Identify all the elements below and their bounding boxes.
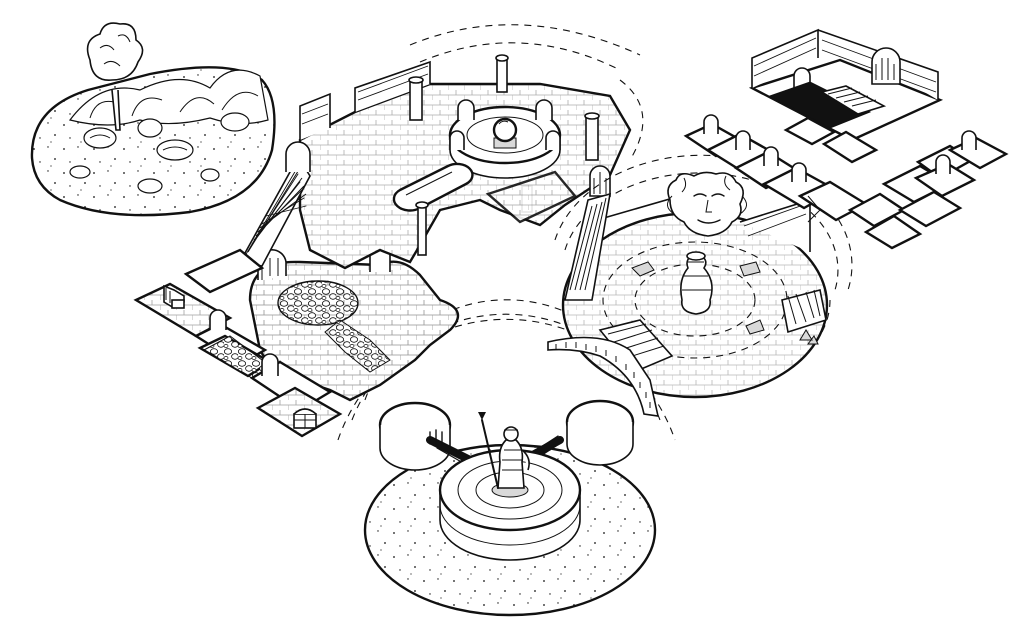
treasure-chest-icon [293,408,317,429]
bridge-room [748,28,944,164]
branching-corridors [683,114,1009,250]
weapon-rack-icon [781,289,827,334]
door-icon [793,47,901,90]
throne-alcove [133,282,233,338]
cobblestone-chamber [248,245,460,402]
pillar-hall [183,24,644,294]
urn-rotunda [547,154,853,417]
throne-icon [163,284,185,309]
urn-icon [680,251,713,315]
treasure-alcove [255,386,343,438]
outdoor-rocky-island [30,22,276,217]
warrior-statue-icon [478,412,530,498]
crystal-ball-icon [492,117,518,149]
carved-face-icon [667,171,747,237]
door-icon [589,165,611,197]
tree-icon [86,22,144,131]
guardian-statue-courtyard [337,299,676,617]
bridge-icon [547,336,660,417]
central-dais [448,99,562,179]
stairs-icon [238,141,311,267]
